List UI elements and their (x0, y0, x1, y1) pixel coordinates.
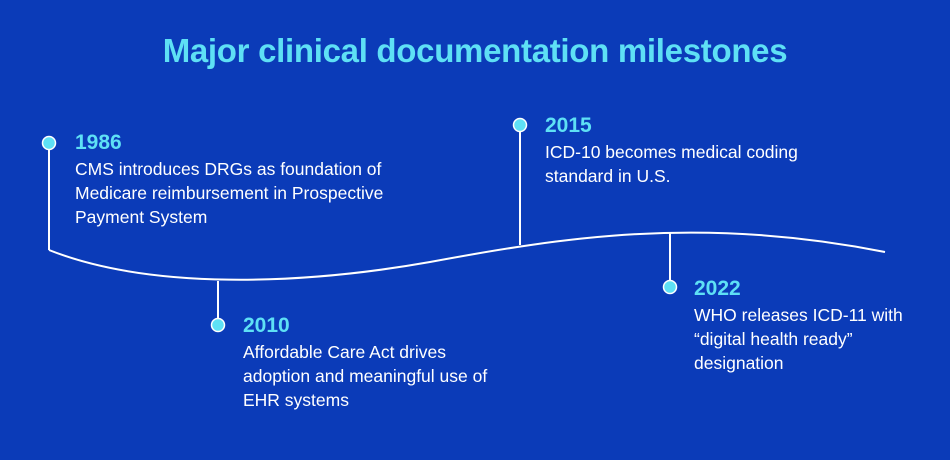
marker-2010 (210, 317, 226, 333)
milestone-description: Affordable Care Act drives adoption and … (243, 342, 488, 410)
milestone-year: 2010 (243, 314, 290, 337)
milestone-year: 1986 (75, 131, 122, 154)
milestone-description: CMS introduces DRGs as foundation of Med… (75, 159, 384, 227)
page-title: Major clinical documentation milestones (162, 32, 788, 69)
marker-2022 (662, 279, 678, 295)
milestone-2010: 2010 Affordable Care Act drives adoption… (243, 313, 513, 412)
marker-2015 (512, 117, 528, 133)
timeline-curve (48, 231, 886, 281)
milestone-description: WHO releases ICD-11 with “digital health… (694, 305, 903, 373)
marker-1986 (41, 135, 57, 151)
milestone-description: ICD-10 becomes medical coding standard i… (545, 142, 798, 186)
milestone-year: 2022 (694, 277, 741, 300)
milestone-2015: 2015 ICD-10 becomes medical coding stand… (545, 113, 805, 188)
milestone-year: 2015 (545, 114, 592, 137)
milestone-1986: 1986 CMS introduces DRGs as foundation o… (75, 130, 445, 229)
milestone-2022: 2022 WHO releases ICD-11 with “digital h… (694, 276, 909, 375)
